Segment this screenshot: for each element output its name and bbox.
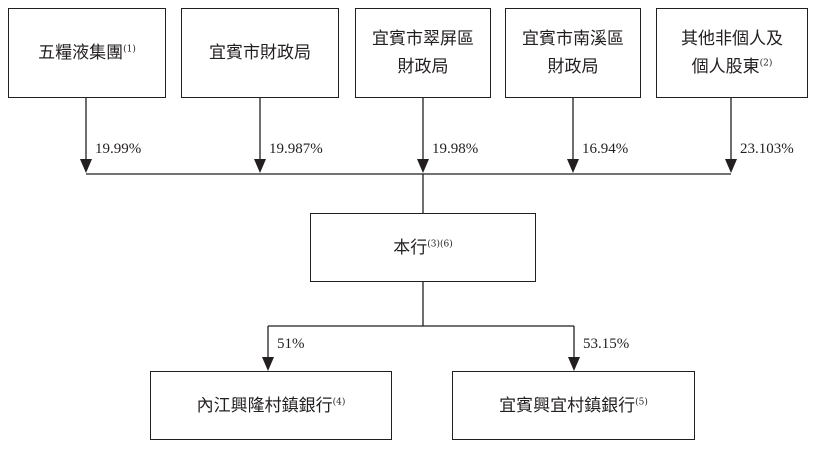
footnote-marker: (2)	[759, 58, 773, 69]
shareholder-box-cuiping-finance: 宜賓市翠屏區 財政局	[355, 8, 491, 98]
shareholding-percent-1: 19.99%	[95, 141, 142, 157]
arrowhead-5	[725, 159, 737, 173]
subsidiary-name: 宜賓興宜村鎮銀行	[499, 395, 636, 416]
footnote-marker: (1)	[123, 44, 136, 55]
shareholder-box-wuliangye: 五糧液集團(1)	[8, 8, 166, 98]
subsidiary-percent-2: 53.15%	[583, 336, 630, 352]
shareholder-name-line2: 財政局	[397, 57, 449, 77]
shareholder-box-nanxi-finance: 宜賓市南溪區 財政局	[505, 8, 641, 98]
shareholder-box-other-shareholders: 其他非個人及 個人股東(2)	[656, 8, 808, 98]
arrowhead-6	[262, 357, 274, 371]
footnote-marker: (3)(6)	[427, 238, 453, 249]
shareholder-name-line2: 個人股東	[691, 57, 760, 77]
bank-name: 本行	[393, 237, 428, 258]
arrowhead-3	[417, 159, 429, 173]
shareholding-percent-2: 19.987%	[269, 141, 323, 157]
shareholder-name: 宜賓市財政局	[209, 43, 311, 63]
bank-box: 本行(3)(6)	[310, 213, 536, 282]
shareholder-name: 五糧液集團	[38, 43, 124, 63]
subsidiary-box-yibin-xingyi: 宜賓興宜村鎮銀行(5)	[452, 371, 695, 440]
shareholder-name-line1: 宜賓市南溪區	[522, 29, 624, 49]
arrowhead-4	[567, 159, 579, 173]
shareholder-box-yibin-finance: 宜賓市財政局	[181, 8, 339, 98]
shareholding-percent-4: 16.94%	[582, 141, 629, 157]
shareholder-name-line1: 其他非個人及	[681, 29, 783, 49]
shareholder-name-line2: 財政局	[547, 57, 599, 77]
subsidiary-name: 內江興隆村鎮銀行	[196, 395, 333, 416]
shareholding-percent-5: 23.103%	[740, 141, 794, 157]
shareholding-percent-3: 19.98%	[432, 141, 479, 157]
arrowhead-2	[254, 159, 266, 173]
subsidiary-box-neijiang-xinglong: 內江興隆村鎮銀行(4)	[150, 371, 392, 440]
footnote-marker: (5)	[635, 396, 648, 407]
arrowhead-7	[568, 357, 580, 371]
subsidiary-percent-1: 51%	[277, 336, 305, 352]
shareholder-name-line1: 宜賓市翠屏區	[372, 29, 474, 49]
footnote-marker: (4)	[332, 396, 346, 407]
arrowhead-1	[80, 159, 92, 173]
